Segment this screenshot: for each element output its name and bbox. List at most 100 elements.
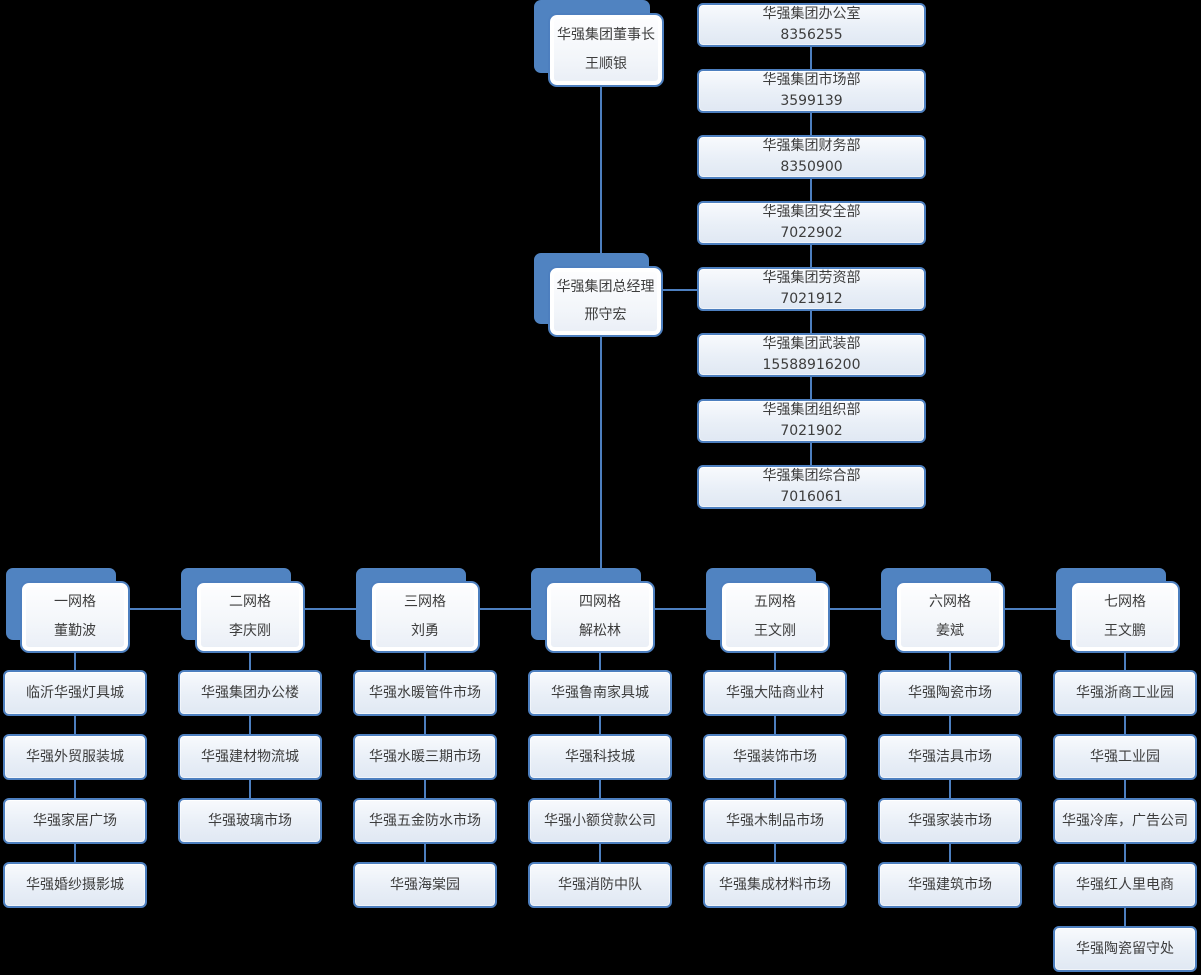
department-phone: 3599139 [780,93,843,109]
grid-header-node: 一网格董勤波 [20,581,130,653]
grid-unit-node: 华强浙商工业园 [1053,670,1197,716]
grid-name: 七网格 [1104,594,1146,611]
department-phone: 15588916200 [762,357,861,373]
connector-line [810,47,812,69]
grid-unit-node: 华强水暖管件市场 [353,670,497,716]
grid-header-node: 六网格姜斌 [895,581,1005,653]
department-phone: 8356255 [780,27,843,43]
grid-unit-node: 华强小额贷款公司 [528,798,672,844]
general-manager-name: 邢守宏 [584,307,627,324]
grid-unit-label: 华强红人里电商 [1076,876,1174,893]
grid-unit-label: 华强玻璃市场 [208,812,292,829]
grid-leader: 董勤波 [54,622,96,639]
grid-unit-label: 华强建筑市场 [908,876,992,893]
grid-unit-label: 华强陶瓷市场 [908,684,992,701]
connector-line [810,245,812,267]
grid-unit-node: 华强集团办公楼 [178,670,322,716]
grid-unit-node: 华强婚纱摄影城 [3,862,147,908]
grid-unit-label: 华强婚纱摄影城 [26,876,124,893]
department-node: 华强集团财务部 8350900 [697,135,926,179]
grid-unit-label: 华强消防中队 [558,876,642,893]
grid-unit-node: 临沂华强灯具城 [3,670,147,716]
connector-line [810,311,812,333]
grid-unit-label: 华强科技城 [565,748,635,765]
grid-header-node: 二网格李庆刚 [195,581,305,653]
department-node: 华强集团市场部 3599139 [697,69,926,113]
grid-leader: 王文刚 [754,622,796,639]
grid-unit-node: 华强鲁南家具城 [528,670,672,716]
department-phone: 7021912 [780,291,843,307]
department-name: 华强集团劳资部 [762,270,861,286]
grid-unit-label: 华强装饰市场 [733,748,817,765]
department-name: 华强集团财务部 [762,138,861,154]
chairman-name: 王顺银 [585,56,627,73]
grid-unit-node: 华强建筑市场 [878,862,1022,908]
grid-unit-node: 华强五金防水市场 [353,798,497,844]
grid-unit-label: 华强陶瓷留守处 [1076,940,1174,957]
grid-header-node: 七网格王文鹏 [1070,581,1180,653]
grid-name: 二网格 [229,594,271,611]
grid-unit-label: 华强五金防水市场 [369,812,481,829]
grid-unit-node: 华强建材物流城 [178,734,322,780]
grid-unit-node: 华强装饰市场 [703,734,847,780]
department-name: 华强集团综合部 [762,468,861,484]
department-name: 华强集团组织部 [762,402,861,418]
grid-unit-node: 华强集成材料市场 [703,862,847,908]
grid-unit-node: 华强消防中队 [528,862,672,908]
department-node: 华强集团劳资部 7021912 [697,267,926,311]
grid-unit-label: 华强外贸服装城 [26,748,124,765]
department-name: 华强集团安全部 [762,204,861,220]
connector-line [600,87,602,253]
department-node: 华强集团综合部 7016061 [697,465,926,509]
chairman-title: 华强集团董事长 [557,27,655,44]
grid-unit-label: 华强大陆商业村 [726,684,824,701]
grid-unit-node: 华强冷库，广告公司 [1053,798,1197,844]
grid-leader: 王文鹏 [1104,622,1146,639]
grid-name: 一网格 [54,594,96,611]
grid-header-node: 三网格刘勇 [370,581,480,653]
connector-line [249,653,251,798]
department-phone: 8350900 [780,159,843,175]
grid-name: 五网格 [754,594,796,611]
department-phone: 7021902 [780,423,843,439]
connector-line [663,289,697,291]
grid-unit-label: 华强小额贷款公司 [544,812,656,829]
grid-unit-node: 华强水暖三期市场 [353,734,497,780]
grid-unit-node: 华强红人里电商 [1053,862,1197,908]
grid-unit-label: 华强海棠园 [390,876,460,893]
grid-leader: 李庆刚 [229,622,271,639]
grid-name: 四网格 [579,594,621,611]
grid-unit-node: 华强家居广场 [3,798,147,844]
department-node: 华强集团组织部 7021902 [697,399,926,443]
grid-header-node: 五网格王文刚 [720,581,830,653]
grid-unit-label: 华强洁具市场 [908,748,992,765]
grid-unit-label: 华强鲁南家具城 [551,684,649,701]
grid-unit-label: 临沂华强灯具城 [26,684,124,701]
grid-unit-label: 华强家装市场 [908,812,992,829]
department-phone: 7016061 [780,489,843,505]
grid-leader: 解松林 [579,622,621,639]
department-name: 华强集团办公室 [762,6,861,22]
grid-unit-label: 华强工业园 [1090,748,1160,765]
grid-unit-label: 华强水暖管件市场 [369,684,481,701]
grid-leader: 刘勇 [411,622,439,639]
grid-unit-label: 华强水暖三期市场 [369,748,481,765]
connector-line [810,377,812,399]
general-manager-title: 华强集团总经理 [556,279,655,296]
grid-leader: 姜斌 [936,622,964,639]
grid-header-node: 四网格解松林 [545,581,655,653]
grid-unit-node: 华强洁具市场 [878,734,1022,780]
grid-unit-node: 华强海棠园 [353,862,497,908]
grid-unit-label: 华强建材物流城 [201,748,299,765]
grid-unit-label: 华强浙商工业园 [1076,684,1174,701]
grid-unit-node: 华强家装市场 [878,798,1022,844]
grid-unit-label: 华强冷库，广告公司 [1062,812,1188,829]
department-name: 华强集团市场部 [762,72,861,88]
grid-unit-node: 华强科技城 [528,734,672,780]
connector-line [600,337,602,581]
grid-unit-node: 华强木制品市场 [703,798,847,844]
grid-unit-label: 华强集团办公楼 [201,684,299,701]
